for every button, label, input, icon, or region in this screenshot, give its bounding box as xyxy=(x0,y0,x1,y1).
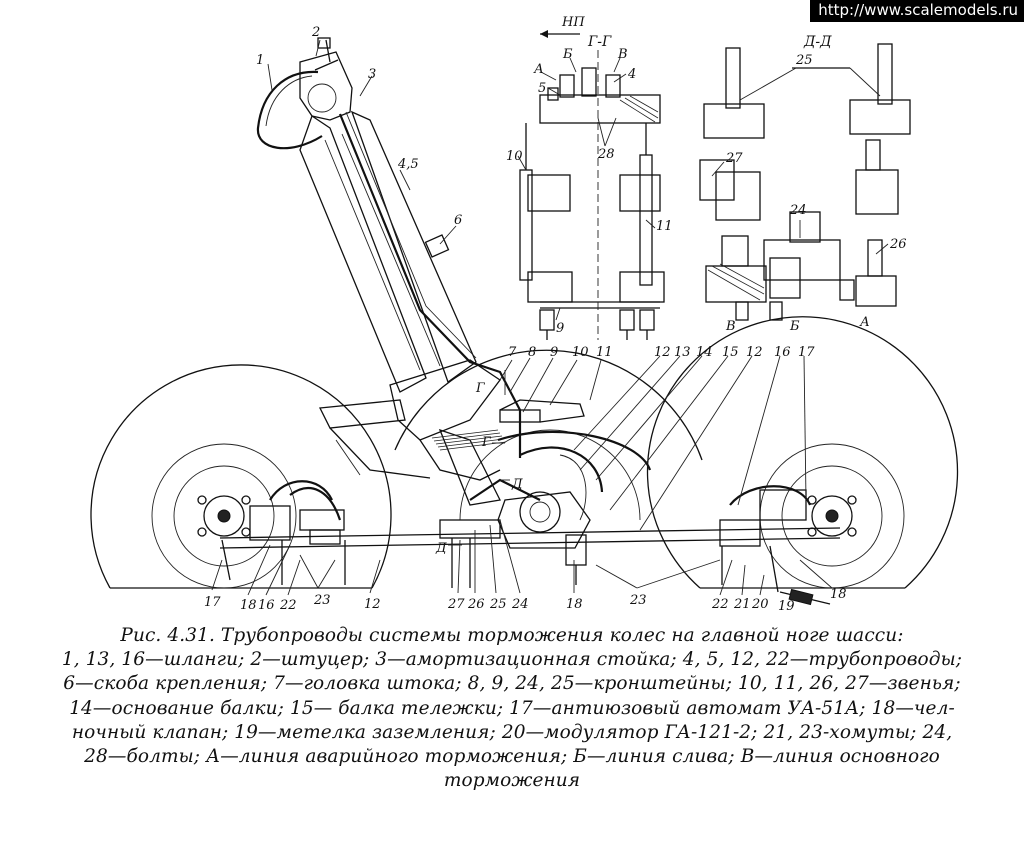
label: 8 xyxy=(528,345,536,360)
label: 16 xyxy=(258,598,275,613)
label: Г xyxy=(475,381,485,396)
label: 17 xyxy=(798,345,815,360)
label: 27 xyxy=(447,597,465,612)
label: 20 xyxy=(751,597,769,612)
label: В xyxy=(725,319,736,334)
label: А xyxy=(533,62,544,77)
label: 17 xyxy=(204,595,221,610)
label: 2 xyxy=(311,25,320,40)
label: 23 xyxy=(629,593,647,608)
middle-brake xyxy=(439,399,587,588)
label: 24 xyxy=(789,203,807,218)
label: 11 xyxy=(596,345,613,360)
label: 26 xyxy=(467,597,485,612)
figure-caption: Рис. 4.31. Трубопроводы системы торможен… xyxy=(40,624,984,793)
label: 11 xyxy=(656,219,673,234)
label: 15 xyxy=(722,345,739,360)
label: 4 xyxy=(627,67,636,82)
caption-line: 28—болты; А—линия аварийного торможения;… xyxy=(84,746,940,768)
bogie-beam xyxy=(219,430,841,549)
label: 4,5 xyxy=(397,157,419,172)
label: 6 xyxy=(454,213,462,228)
label: 10 xyxy=(506,149,523,164)
label: 18 xyxy=(240,598,257,613)
hose-1 xyxy=(256,37,339,150)
label: 12 xyxy=(746,345,763,360)
label: 16 xyxy=(774,345,791,360)
label: 10 xyxy=(572,345,589,360)
direction-label: НП xyxy=(561,15,585,30)
labels: НП Г-Г Д-Д А Б В 5 4 28 10 11 9 25 27 24… xyxy=(204,15,907,614)
label: 22 xyxy=(279,598,297,613)
watermark: http://www.scalemodels.ru xyxy=(810,0,1024,22)
caption-line: 1, 13, 16—шланги; 2—штуцер; 3—амортизаци… xyxy=(61,649,963,671)
label: 25 xyxy=(489,597,507,612)
label: 25 xyxy=(795,53,813,68)
label: 14 xyxy=(696,345,713,360)
label: 12 xyxy=(364,597,381,612)
wheels xyxy=(90,316,959,589)
label: Д xyxy=(435,541,447,556)
label: 1 xyxy=(256,53,264,68)
caption-line: 14—основание балки; 15— балка тележки; 1… xyxy=(69,697,955,719)
label: Б xyxy=(562,47,573,62)
label: В xyxy=(617,47,628,62)
left-wheel-brake xyxy=(197,480,346,585)
label: 24 xyxy=(511,597,529,612)
label: 3 xyxy=(368,67,376,82)
label: 9 xyxy=(556,321,564,336)
label: А xyxy=(859,315,870,330)
label: Г xyxy=(481,435,491,450)
caption-line: 6—скоба крепления; 7—головка штока; 8, 9… xyxy=(63,673,961,695)
leader-lines xyxy=(211,39,889,596)
label: 27 xyxy=(725,151,743,166)
shock-strut xyxy=(299,51,522,506)
label: 9 xyxy=(550,345,558,360)
label: 28 xyxy=(597,147,615,162)
caption-line: торможения xyxy=(443,770,581,792)
label: 21 xyxy=(733,597,751,612)
label: 19 xyxy=(778,599,795,614)
label: 7 xyxy=(508,345,517,360)
caption-line: ночный клапан; 19—метелка заземления; 20… xyxy=(71,721,953,743)
caption-line: Рис. 4.31. Трубопроводы системы торможен… xyxy=(120,625,904,646)
label: 5 xyxy=(538,81,546,96)
label: 23 xyxy=(313,593,331,608)
label: 18 xyxy=(566,597,583,612)
label: 13 xyxy=(674,345,691,360)
label: 18 xyxy=(830,587,847,602)
label: 26 xyxy=(889,237,907,252)
label: Б xyxy=(789,319,800,334)
right-wheel-brake xyxy=(719,485,857,606)
section-gg-title: Г-Г xyxy=(587,34,612,50)
section-dd-drawing xyxy=(699,43,911,321)
label: 12 xyxy=(654,345,671,360)
section-dd-title: Д-Д xyxy=(803,34,832,50)
label: Д xyxy=(511,477,523,492)
label: 22 xyxy=(711,597,729,612)
